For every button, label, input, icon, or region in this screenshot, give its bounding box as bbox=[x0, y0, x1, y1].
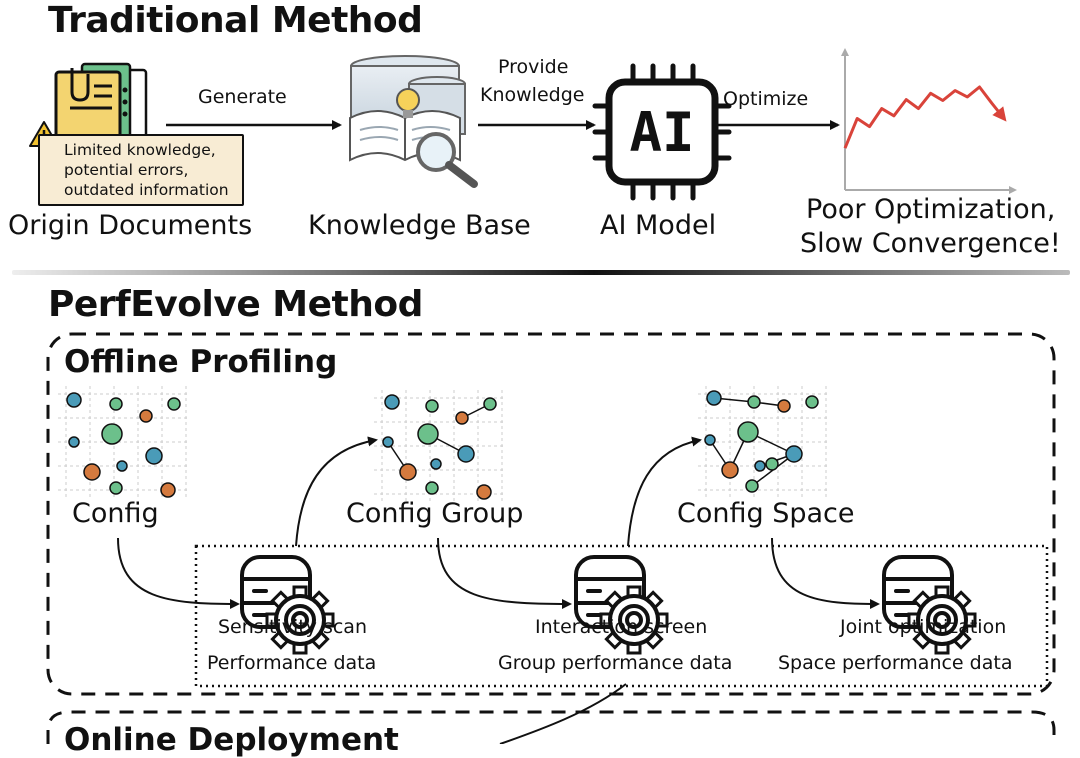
sensitivity-scan-label: Sensitivity scan bbox=[218, 616, 367, 638]
arrow-space-to-joint bbox=[771, 537, 880, 609]
edge-generate-label: Generate bbox=[198, 86, 287, 108]
database-gear-icon bbox=[574, 555, 669, 655]
config-point bbox=[66, 392, 82, 408]
ai-model-label: AI Model bbox=[600, 210, 717, 241]
config-point bbox=[747, 395, 761, 409]
config-point bbox=[476, 484, 492, 500]
edge-provide-label-1: Provide bbox=[498, 56, 569, 78]
traditional-title: Traditional Method bbox=[48, 0, 423, 41]
origin-documents-label: Origin Documents bbox=[8, 210, 253, 241]
config-point bbox=[384, 394, 400, 410]
performance-data-label: Performance data bbox=[207, 652, 377, 674]
config-point bbox=[160, 482, 176, 498]
config-point bbox=[430, 458, 442, 470]
trend-line bbox=[843, 85, 1007, 149]
warning-line-3: outdated information bbox=[64, 181, 229, 199]
arrow-to-online bbox=[499, 683, 627, 744]
config-point bbox=[457, 445, 475, 463]
config-point bbox=[399, 463, 417, 481]
config-point bbox=[777, 399, 791, 413]
edge-optimize-label: Optimize bbox=[723, 88, 809, 110]
config-point bbox=[109, 397, 123, 411]
warning-line-1: Limited knowledge, bbox=[64, 141, 216, 159]
config-point bbox=[109, 481, 123, 495]
config-point bbox=[765, 457, 779, 471]
config-point bbox=[101, 423, 123, 445]
config-point bbox=[805, 395, 819, 409]
offline-profiling-box bbox=[46, 332, 1056, 696]
config-point bbox=[68, 436, 80, 448]
joint-optimization-label: Joint optimization bbox=[840, 616, 1007, 638]
config-point bbox=[83, 463, 101, 481]
config-point bbox=[706, 390, 722, 406]
arrow-config-to-scan bbox=[117, 537, 240, 609]
arrow-screen-to-space bbox=[627, 436, 702, 547]
knowledge-base-icon bbox=[349, 55, 478, 188]
config-label: Config bbox=[72, 498, 159, 529]
config-point bbox=[167, 397, 181, 411]
section-divider bbox=[12, 270, 1070, 275]
documents-icon bbox=[54, 62, 148, 142]
config-point bbox=[745, 479, 759, 493]
group-performance-data-label: Group performance data bbox=[498, 652, 733, 674]
database-gear-icon bbox=[882, 555, 977, 655]
online-deployment-title: Online Deployment bbox=[64, 722, 399, 758]
warning-box: Limited knowledge, potential errors, out… bbox=[38, 134, 244, 206]
interaction-screen-label: Interaction screen bbox=[535, 616, 708, 638]
config-scatter bbox=[58, 386, 188, 498]
config-space-scatter bbox=[698, 386, 828, 498]
config-point bbox=[483, 397, 497, 411]
edge-provide-label-2: Knowledge bbox=[480, 84, 585, 106]
arrow-group-to-screen bbox=[437, 537, 572, 609]
config-point bbox=[417, 423, 439, 445]
result-line-1: Poor Optimization, bbox=[806, 194, 1056, 225]
warning-line-2: potential errors, bbox=[64, 161, 189, 179]
offline-profiling-title: Offline Profiling bbox=[64, 344, 338, 380]
config-point bbox=[455, 411, 469, 425]
online-deployment-box bbox=[46, 710, 1056, 744]
config-group-scatter bbox=[374, 390, 504, 502]
space-performance-data-label: Space performance data bbox=[778, 652, 1013, 674]
config-group-label: Config Group bbox=[346, 498, 524, 529]
result-line-2: Slow Convergence! bbox=[800, 228, 1061, 259]
ai-chip-icon: AI bbox=[592, 63, 732, 201]
config-point bbox=[139, 409, 153, 423]
trend-chart bbox=[841, 48, 1017, 194]
config-point bbox=[704, 434, 716, 446]
config-point bbox=[721, 461, 739, 479]
knowledge-base-label: Knowledge Base bbox=[308, 210, 531, 241]
config-space-label: Config Space bbox=[677, 498, 855, 529]
config-point bbox=[145, 447, 163, 465]
database-gear-icon bbox=[240, 555, 335, 655]
config-point bbox=[425, 481, 439, 495]
performance-data-box bbox=[194, 544, 1049, 688]
perfevolve-title: PerfEvolve Method bbox=[48, 284, 423, 325]
config-point bbox=[737, 421, 759, 443]
config-point bbox=[785, 445, 803, 463]
config-point bbox=[382, 436, 394, 448]
config-point bbox=[425, 399, 439, 413]
ai-chip-text: AI bbox=[629, 101, 694, 164]
arrow-scan-to-group bbox=[295, 436, 378, 547]
config-point bbox=[754, 460, 766, 472]
config-point bbox=[116, 460, 128, 472]
